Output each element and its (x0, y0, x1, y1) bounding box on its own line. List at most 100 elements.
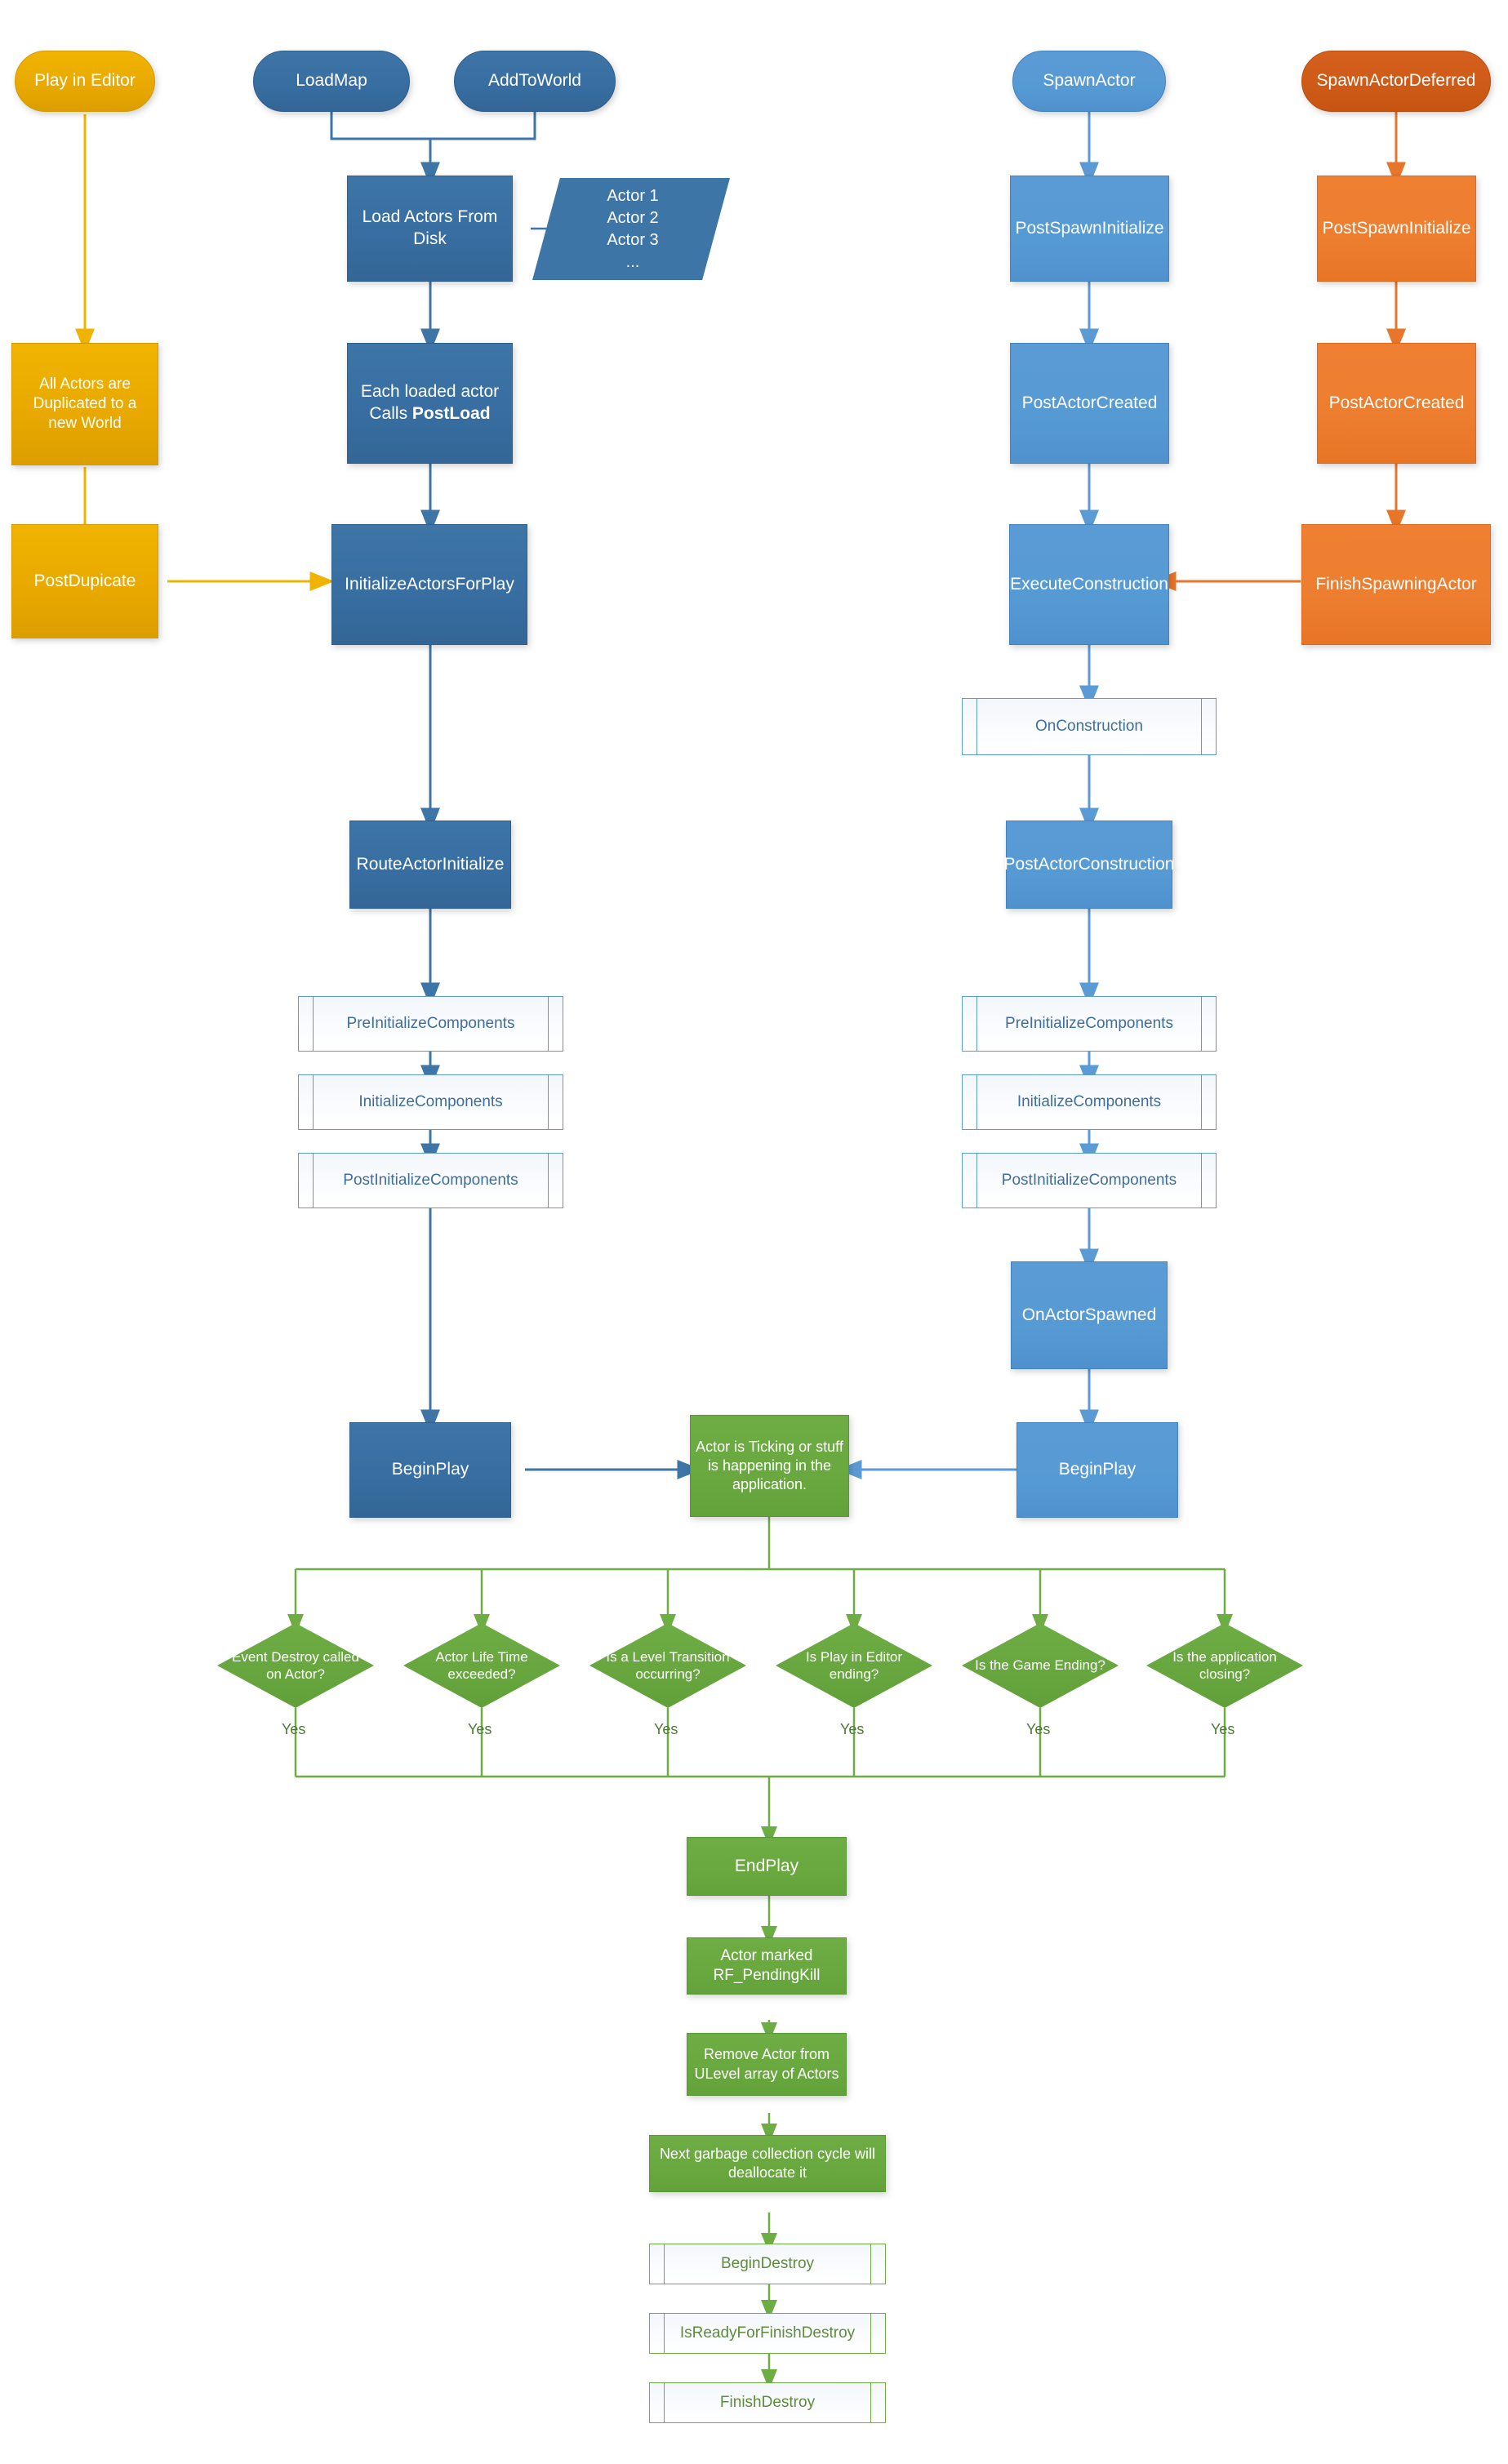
node-post-actor-created-spawnactor[interactable]: PostActorCreated (1010, 343, 1169, 464)
subprocess-right-bar (870, 2244, 871, 2284)
node-label: InitializeComponents (358, 1093, 503, 1110)
actor-list-item: Actor 2 (607, 208, 659, 227)
node-begin-play-right[interactable]: BeginPlay (1016, 1422, 1178, 1518)
node-post-duplicate[interactable]: PostDupicate (11, 524, 158, 638)
node-end-play[interactable]: EndPlay (687, 1837, 847, 1896)
decision-yes-label: Yes (1026, 1721, 1051, 1737)
node-begin-destroy[interactable]: BeginDestroy (649, 2244, 886, 2284)
node-spawn-actor-deferred[interactable]: SpawnActorDeferred (1301, 51, 1491, 112)
subprocess-left-bar (976, 1075, 977, 1129)
node-post-spawn-initialize-spawnactor[interactable]: PostSpawnInitialize (1010, 176, 1169, 282)
decision-level-transition[interactable]: Is a Level Transition occurring? (589, 1623, 746, 1708)
node-pre-initialize-components-right[interactable]: PreInitializeComponents (962, 996, 1217, 1052)
decision-yes-label: Yes (282, 1721, 306, 1737)
node-on-construction[interactable]: OnConstruction (962, 698, 1217, 755)
node-label: ExecuteConstruction (1010, 574, 1168, 594)
node-label: PostInitializeComponents (343, 1172, 518, 1189)
node-label: PreInitializeComponents (346, 1015, 515, 1032)
node-label: PostSpawnInitialize (1015, 218, 1164, 238)
decision-play-in-editor-ending[interactable]: Is Play in Editor ending? (776, 1623, 932, 1708)
subprocess-right-bar (548, 1075, 549, 1129)
decision-label: Actor Life Time exceeded? (435, 1648, 528, 1682)
node-label: RouteActorInitialize (356, 854, 505, 874)
node-finish-spawning-actor[interactable]: FinishSpawningActor (1301, 524, 1491, 645)
decision-yes-label: Yes (468, 1721, 492, 1737)
decision-application-closing[interactable]: Is the application closing? (1146, 1623, 1303, 1708)
node-label: Remove Actor from ULevel array of Actors (694, 2046, 839, 2082)
node-add-to-world[interactable]: AddToWorld (454, 51, 616, 112)
node-next-gc-cycle[interactable]: Next garbage collection cycle will deall… (649, 2135, 886, 2192)
node-label: Play in Editor (34, 71, 136, 91)
node-label: OnConstruction (1034, 718, 1143, 735)
node-label: InitializeActorsForPlay (345, 574, 514, 594)
node-initialize-components-right[interactable]: InitializeComponents (962, 1074, 1217, 1130)
subprocess-right-bar (1201, 1154, 1202, 1208)
node-label: SpawnActor (1043, 71, 1136, 91)
node-post-spawn-initialize-deferred[interactable]: PostSpawnInitialize (1317, 176, 1476, 282)
node-finish-destroy[interactable]: FinishDestroy (649, 2382, 886, 2423)
node-label: PostActorConstruction (1003, 854, 1175, 874)
decision-yes-label: Yes (1211, 1721, 1235, 1737)
decision-game-ending[interactable]: Is the Game Ending? (962, 1623, 1119, 1708)
node-actor-marked-pending-kill[interactable]: Actor marked RF_PendingKill (687, 1937, 847, 1995)
node-label: InitializeComponents (1016, 1093, 1162, 1110)
node-label: PostActorCreated (1021, 393, 1158, 412)
node-initialize-actors-for-play[interactable]: InitializeActorsForPlay (331, 524, 527, 645)
node-label: All Actors are Duplicated to a new World (33, 375, 137, 433)
subprocess-right-bar (1201, 997, 1202, 1051)
subprocess-right-bar (1201, 1075, 1202, 1129)
subprocess-left-bar (976, 1154, 977, 1208)
node-label: EndPlay (734, 1856, 799, 1875)
decision-label: Is the Game Ending? (975, 1657, 1105, 1674)
decision-label: Is the application closing? (1172, 1648, 1277, 1682)
node-route-actor-initialize[interactable]: RouteActorInitialize (349, 821, 511, 909)
node-initialize-components-left[interactable]: InitializeComponents (298, 1074, 563, 1130)
subprocess-right-bar (870, 2314, 871, 2353)
decision-actor-life-time[interactable]: Actor Life Time exceeded? (403, 1623, 560, 1708)
subprocess-right-bar (548, 997, 549, 1051)
node-label: FinishSpawningActor (1315, 574, 1477, 594)
each-loaded-actor-line1: Each loaded actor (360, 382, 500, 402)
node-play-in-editor[interactable]: Play in Editor (15, 51, 155, 112)
subprocess-left-bar (313, 1075, 314, 1129)
node-remove-actor-from-ulevel[interactable]: Remove Actor from ULevel array of Actors (687, 2033, 847, 2096)
node-execute-construction[interactable]: ExecuteConstruction (1009, 524, 1169, 645)
actor-list-item: Actor 3 (607, 230, 659, 249)
decision-event-destroy[interactable]: Event Destroy called on Actor? (217, 1623, 374, 1708)
decision-yes-label: Yes (654, 1721, 678, 1737)
subprocess-right-bar (548, 1154, 549, 1208)
subprocess-left-bar (313, 997, 314, 1051)
node-label: Next garbage collection cycle will deall… (659, 2145, 876, 2181)
node-label: OnActorSpawned (1021, 1305, 1157, 1324)
node-actor-list: Actor 1 Actor 2 Actor 3 ... (532, 178, 730, 280)
node-label: Load Actors From Disk (362, 207, 498, 248)
node-load-actors-from-disk[interactable]: Load Actors From Disk (347, 176, 513, 282)
subprocess-right-bar (1201, 699, 1202, 754)
node-label: IsReadyForFinishDestroy (679, 2324, 856, 2342)
subprocess-left-bar (976, 997, 977, 1051)
node-all-actors-duplicated[interactable]: All Actors are Duplicated to a new World (11, 343, 158, 465)
actor-list-item: Actor 1 (607, 186, 659, 205)
node-pre-initialize-components-left[interactable]: PreInitializeComponents (298, 996, 563, 1052)
node-label: Actor is Ticking or stuff is happening i… (696, 1438, 843, 1493)
postload-keyword: PostLoad (411, 404, 491, 423)
node-post-actor-construction[interactable]: PostActorConstruction (1003, 821, 1175, 909)
decision-label: Event Destroy called on Actor? (232, 1648, 359, 1682)
node-is-ready-for-finish-destroy[interactable]: IsReadyForFinishDestroy (649, 2313, 886, 2354)
node-spawn-actor[interactable]: SpawnActor (1012, 51, 1166, 112)
node-post-initialize-components-right[interactable]: PostInitializeComponents (962, 1153, 1217, 1208)
node-begin-play-left[interactable]: BeginPlay (349, 1422, 511, 1518)
node-each-loaded-actor-postload[interactable]: Each loaded actor Calls PostLoad (347, 343, 513, 464)
node-on-actor-spawned[interactable]: OnActorSpawned (1011, 1261, 1168, 1369)
node-label: PostInitializeComponents (1001, 1172, 1177, 1189)
node-post-initialize-components-left[interactable]: PostInitializeComponents (298, 1153, 563, 1208)
node-label: FinishDestroy (719, 2394, 816, 2411)
node-post-actor-created-deferred[interactable]: PostActorCreated (1317, 343, 1476, 464)
actor-list-ellipsis: ... (625, 252, 640, 271)
node-label: PostDupicate (33, 571, 136, 590)
node-label: PreInitializeComponents (1005, 1015, 1173, 1032)
actor-list-lines: Actor 1 Actor 2 Actor 3 ... (603, 185, 658, 274)
node-actor-is-ticking[interactable]: Actor is Ticking or stuff is happening i… (690, 1415, 849, 1517)
node-load-map[interactable]: LoadMap (253, 51, 410, 112)
subprocess-left-bar (664, 2244, 665, 2284)
